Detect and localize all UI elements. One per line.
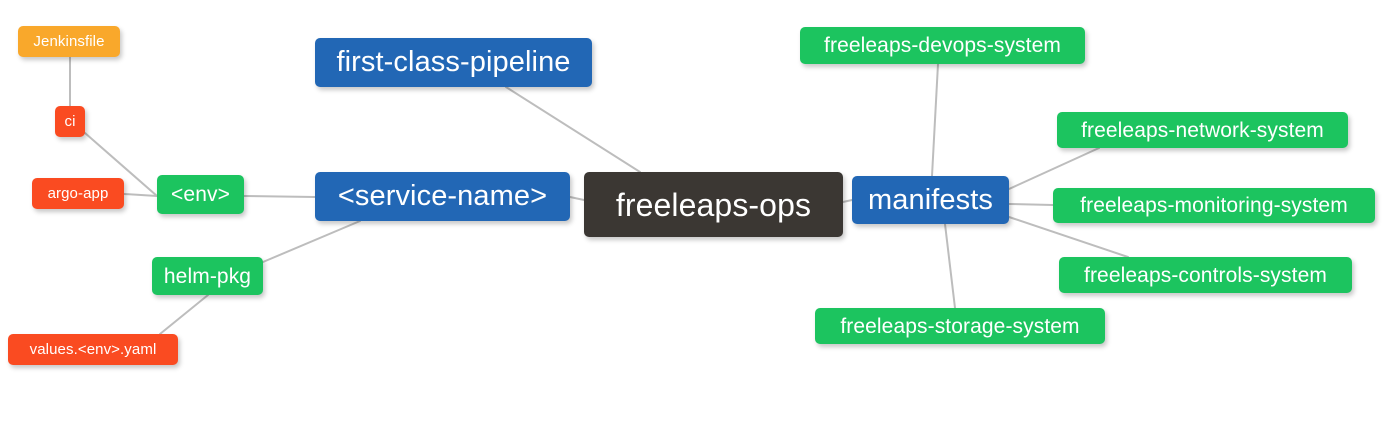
edge-manifests-to-freeleaps-storage-system bbox=[944, 223, 956, 309]
node-first-class-pipeline[interactable]: first-class-pipeline bbox=[315, 38, 592, 87]
node-label: freeleaps-devops-system bbox=[824, 34, 1061, 57]
edge-freeleaps-devops-system-to-manifests bbox=[931, 63, 939, 177]
node-label: Jenkinsfile bbox=[33, 33, 105, 50]
edge-first-class-pipeline-to-freeleaps-ops bbox=[505, 86, 641, 173]
node-env[interactable]: <env> bbox=[157, 175, 244, 214]
edge-argo-app-to-env bbox=[123, 193, 158, 197]
node-label: freeleaps-storage-system bbox=[840, 314, 1080, 338]
node-ci[interactable]: ci bbox=[55, 106, 85, 137]
node-label: freeleaps-network-system bbox=[1081, 118, 1324, 142]
node-label: helm-pkg bbox=[163, 264, 252, 288]
node-freeleaps-monitoring-system[interactable]: freeleaps-monitoring-system bbox=[1053, 188, 1375, 223]
edge-manifests-to-freeleaps-network-system bbox=[1008, 147, 1100, 190]
node-freeleaps-devops-system[interactable]: freeleaps-devops-system bbox=[800, 27, 1085, 64]
edge-manifests-to-freeleaps-monitoring-system bbox=[1008, 203, 1054, 206]
edge-values-env-yaml-to-helm-pkg bbox=[159, 294, 209, 335]
edge-env-to-service-name bbox=[243, 195, 316, 198]
node-manifests[interactable]: manifests bbox=[852, 176, 1009, 224]
node-label: ci bbox=[64, 113, 76, 130]
node-freeleaps-controls-system[interactable]: freeleaps-controls-system bbox=[1059, 257, 1352, 293]
node-label: freeleaps-monitoring-system bbox=[1080, 194, 1348, 217]
node-freeleaps-ops[interactable]: freeleaps-ops bbox=[584, 172, 843, 237]
edge-helm-pkg-to-service-name bbox=[262, 220, 361, 263]
node-label: freeleaps-controls-system bbox=[1084, 263, 1327, 287]
node-helm-pkg[interactable]: helm-pkg bbox=[152, 257, 263, 295]
node-label: <env> bbox=[171, 183, 230, 206]
node-freeleaps-network-system[interactable]: freeleaps-network-system bbox=[1057, 112, 1348, 148]
node-argo-app[interactable]: argo-app bbox=[32, 178, 124, 209]
node-values-env-yaml[interactable]: values.<env>.yaml bbox=[8, 334, 178, 365]
edge-manifests-to-freeleaps-controls-system bbox=[1008, 216, 1129, 258]
node-label: first-class-pipeline bbox=[336, 46, 571, 78]
node-service-name[interactable]: <service-name> bbox=[315, 172, 570, 221]
node-jenkinsfile[interactable]: Jenkinsfile bbox=[18, 26, 120, 57]
node-label: manifests bbox=[868, 183, 993, 216]
edge-service-name-to-freeleaps-ops bbox=[569, 196, 585, 201]
node-label: argo-app bbox=[47, 185, 109, 202]
node-label: <service-name> bbox=[337, 180, 548, 212]
node-freeleaps-storage-system[interactable]: freeleaps-storage-system bbox=[815, 308, 1105, 344]
edge-freeleaps-ops-to-manifests bbox=[842, 199, 853, 203]
node-label: freeleaps-ops bbox=[615, 186, 812, 223]
node-label: values.<env>.yaml bbox=[29, 341, 157, 358]
